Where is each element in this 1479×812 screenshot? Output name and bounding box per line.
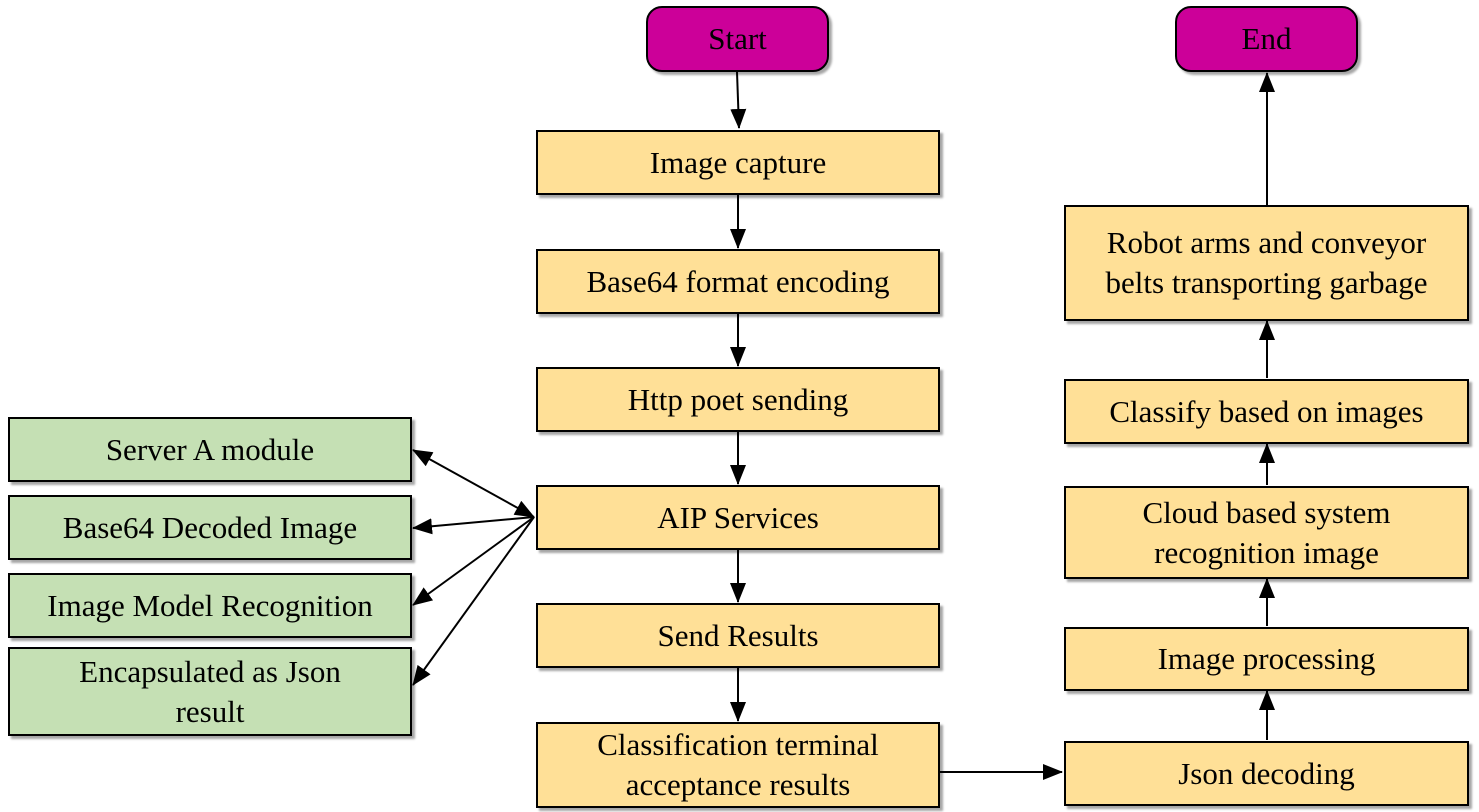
start-node: Start	[646, 6, 829, 72]
model-recognition-label: Image Model Recognition	[47, 587, 373, 623]
classification-terminal-node: Classification terminal acceptance resul…	[536, 722, 940, 808]
server-a-module-node: Server A module	[8, 417, 412, 482]
server-a-module-label: Server A module	[105, 431, 315, 467]
arrow-aip-server-a	[412, 449, 535, 518]
classify-images-node: Classify based on images	[1064, 379, 1469, 444]
robot-arms-node: Robot arms and conveyor belts transporti…	[1064, 205, 1469, 321]
encapsulated-json-node: Encapsulated as Json result	[8, 647, 412, 736]
aip-services-node: AIP Services	[536, 485, 940, 550]
cloud-recognition-node: Cloud based system recognition image	[1064, 486, 1469, 579]
classify-images-label: Classify based on images	[1109, 393, 1424, 429]
end-node: End	[1175, 6, 1358, 72]
arrow-start-to-capture	[730, 71, 747, 129]
end-label: End	[1241, 21, 1292, 56]
arrow-aip-model-recognition	[412, 516, 535, 606]
base64-decoded-label: Base64 Decoded Image	[62, 509, 358, 545]
base64-encoding-label: Base64 format encoding	[586, 263, 890, 299]
robot-arms-label: Robot arms and conveyor belts transporti…	[1105, 225, 1428, 300]
cloud-recognition-label: Cloud based system recognition image	[1142, 494, 1391, 570]
classification-terminal-label: Classification terminal acceptance resul…	[597, 727, 879, 802]
model-recognition-node: Image Model Recognition	[8, 573, 412, 638]
send-results-node: Send Results	[536, 603, 940, 668]
json-decoding-label: Json decoding	[1178, 755, 1355, 791]
json-decoding-node: Json decoding	[1064, 741, 1469, 806]
http-sending-node: Http poet sending	[536, 367, 940, 432]
http-sending-label: Http poet sending	[627, 381, 849, 417]
base64-encoding-node: Base64 format encoding	[536, 249, 940, 314]
image-capture-node: Image capture	[536, 130, 940, 195]
image-processing-node: Image processing	[1064, 627, 1469, 691]
image-processing-label: Image processing	[1157, 641, 1376, 676]
send-results-label: Send Results	[657, 617, 819, 653]
arrow-aip-encapsulated-json	[412, 516, 535, 686]
encapsulated-json-label: Encapsulated as Json result	[79, 653, 341, 729]
image-capture-label: Image capture	[649, 144, 827, 180]
aip-services-label: AIP Services	[657, 499, 819, 535]
base64-decoded-node: Base64 Decoded Image	[8, 495, 412, 560]
start-label: Start	[708, 21, 767, 56]
arrow-aip-base64-decoded	[412, 516, 535, 535]
